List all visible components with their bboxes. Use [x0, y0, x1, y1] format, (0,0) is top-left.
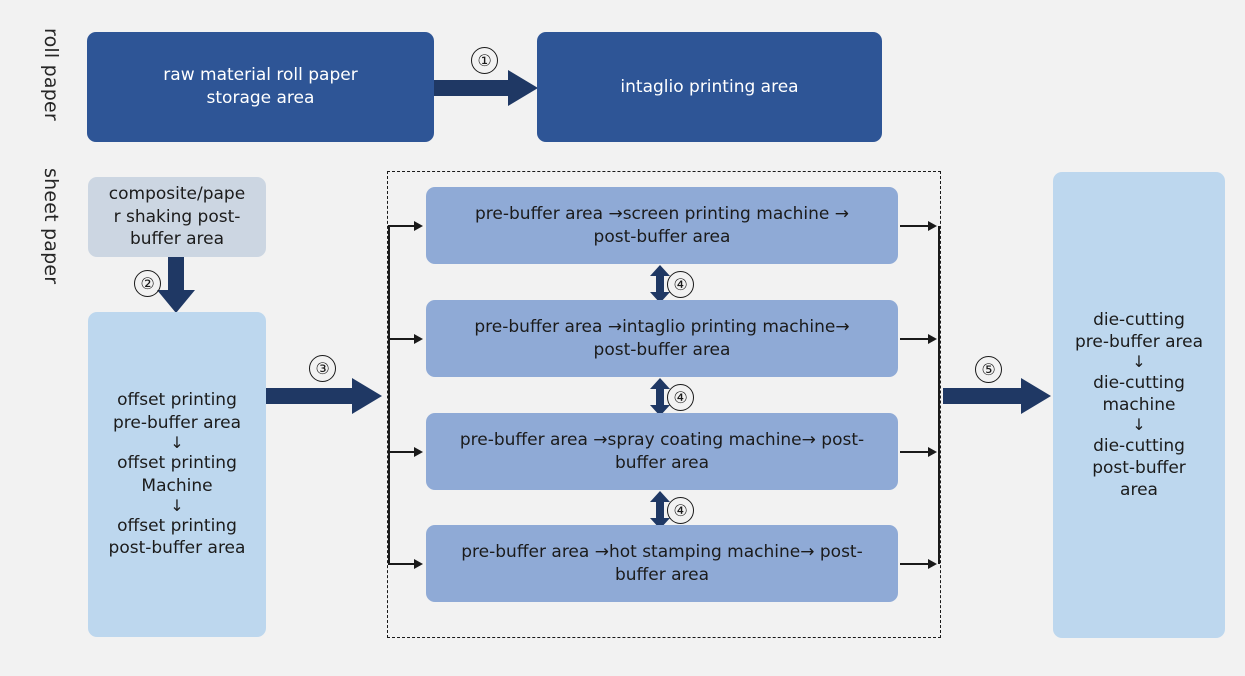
process-outlet-line-2 — [900, 338, 928, 340]
node-label: intaglio printing area — [620, 76, 799, 97]
down-arrow-icon: ↓ — [170, 432, 184, 452]
process-inlet-line-3 — [388, 451, 416, 453]
process-outlet-line-3 — [900, 451, 928, 453]
flow-arrow-3 — [266, 378, 382, 414]
step-number-1: ① — [471, 47, 498, 74]
offset-printing-steps: offset printing pre-buffer area ↓ offset… — [109, 389, 246, 559]
row-label-sheet-paper: sheet paper — [40, 168, 62, 285]
offset-step-label: offset printing Machine — [117, 453, 237, 496]
node-die-cutting-stack[interactable]: die-cutting pre-buffer area ↓ die-cuttin… — [1053, 172, 1225, 638]
down-arrow-icon: ↓ — [1132, 415, 1146, 435]
node-offset-printing-stack[interactable]: offset printing pre-buffer area ↓ offset… — [88, 312, 266, 637]
process-link-arrow-2 — [650, 378, 670, 416]
flow-arrow-1 — [434, 70, 538, 106]
process-inlet-arrowhead-1 — [414, 221, 423, 231]
process-inlet-line-1 — [388, 225, 416, 227]
offset-step-label: offset printing pre-buffer area — [112, 390, 242, 433]
step-number-2: ② — [134, 270, 161, 297]
step-number-5: ⑤ — [975, 356, 1002, 383]
process-inlet-line-2 — [388, 338, 416, 340]
node-intaglio-printing-area[interactable]: intaglio printing area — [537, 32, 882, 142]
die-cutting-step-label: die-cutting post-buffer area — [1092, 435, 1186, 501]
node-raw-material-roll-paper-storage[interactable]: raw material roll paper storage area — [87, 32, 434, 142]
down-arrow-icon: ↓ — [1132, 352, 1146, 372]
step-number-3: ③ — [309, 355, 336, 382]
process-outlet-line-1 — [900, 225, 928, 227]
step-number-4-b: ④ — [667, 384, 694, 411]
process-inlet-arrowhead-2 — [414, 334, 423, 344]
process-outlet-arrowhead-4 — [928, 559, 937, 569]
node-process-screen-printing[interactable]: pre-buffer area →screen printing machine… — [426, 187, 898, 264]
process-outlet-arrowhead-2 — [928, 334, 937, 344]
row-label-roll-paper: roll paper — [40, 28, 62, 121]
down-arrow-icon: ↓ — [170, 495, 184, 515]
die-cutting-step-label: die-cutting machine — [1093, 372, 1185, 415]
offset-step-label: offset printing post-buffer area — [108, 516, 246, 559]
node-composite-paper-shaking-post-buffer[interactable]: composite/pape r shaking post- buffer ar… — [88, 177, 266, 257]
process-inlet-line-4 — [388, 563, 416, 565]
process-outlet-arrowhead-3 — [928, 447, 937, 457]
node-process-hot-stamping[interactable]: pre-buffer area →hot stamping machine→ p… — [426, 525, 898, 602]
node-process-spray-coating[interactable]: pre-buffer area →spray coating machine→ … — [426, 413, 898, 490]
process-outlet-arrowhead-1 — [928, 221, 937, 231]
process-group-left-bus — [388, 226, 390, 564]
node-label: composite/pape r shaking post- buffer ar… — [108, 184, 246, 250]
flow-arrow-2 — [157, 257, 195, 313]
die-cutting-steps: die-cutting pre-buffer area ↓ die-cuttin… — [1075, 309, 1203, 501]
process-link-arrow-3 — [650, 491, 670, 529]
node-label: raw material roll paper storage area — [163, 65, 358, 108]
node-label: pre-buffer area →hot stamping machine→ p… — [461, 541, 863, 585]
step-number-4-a: ④ — [667, 271, 694, 298]
flow-arrow-5 — [943, 378, 1051, 414]
die-cutting-step-label: die-cutting pre-buffer area — [1074, 309, 1204, 352]
node-process-intaglio-printing[interactable]: pre-buffer area →intaglio printing machi… — [426, 300, 898, 377]
node-label: pre-buffer area →intaglio printing machi… — [474, 316, 850, 360]
process-group-right-bus — [938, 226, 940, 564]
node-label: pre-buffer area →screen printing machine… — [475, 203, 849, 247]
node-label: pre-buffer area →spray coating machine→ … — [459, 429, 865, 473]
process-group-dashed-region — [387, 171, 941, 638]
process-inlet-arrowhead-4 — [414, 559, 423, 569]
process-outlet-line-4 — [900, 563, 928, 565]
process-inlet-arrowhead-3 — [414, 447, 423, 457]
process-link-arrow-1 — [650, 265, 670, 303]
step-number-4-c: ④ — [667, 497, 694, 524]
